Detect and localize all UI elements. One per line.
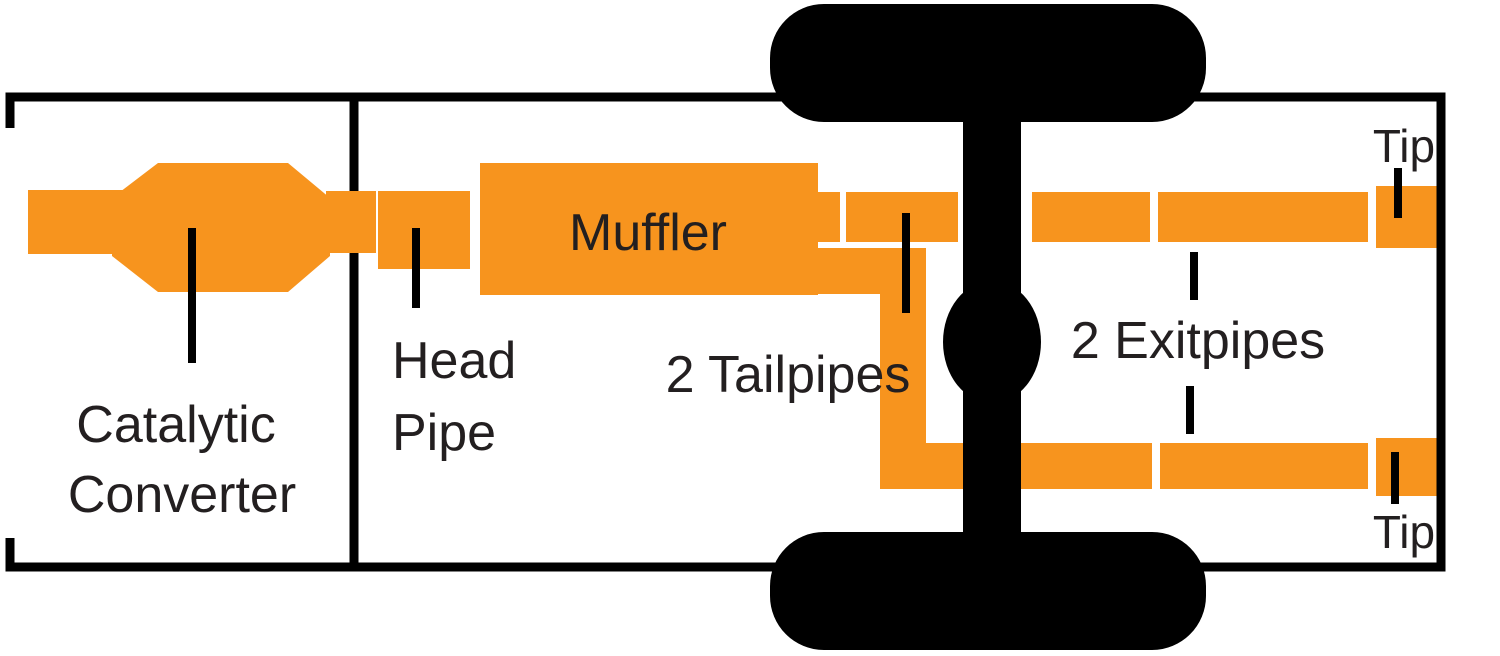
- labels-group: Muffler Catalytic Converter Head Pipe 2 …: [68, 120, 1435, 558]
- head-pipe-pointer-line: [412, 228, 420, 308]
- muffler-shape: [480, 163, 818, 295]
- exitpipe-top-segment-b-shape: [1158, 192, 1368, 242]
- inlet-pipe-shape: [28, 190, 128, 254]
- tip-top-label: Tip: [1373, 120, 1435, 172]
- muffler-label: Muffler: [569, 204, 727, 262]
- vehicle-frame-outline: [5, 92, 1446, 572]
- tailpipe-top-stub-shape: [818, 192, 840, 242]
- tip-top-pointer-line: [1394, 168, 1402, 218]
- head-pipe-label-line1: Head: [392, 332, 516, 390]
- tip-bottom-pointer-line: [1391, 452, 1399, 504]
- catalytic-pointer-line: [188, 228, 196, 363]
- tire-bottom-shape: [770, 532, 1206, 650]
- exitpipes-pointer-line-top: [1190, 252, 1198, 300]
- differential-hub-shape: [943, 281, 1041, 403]
- exitpipe-bottom-segment-shape: [1160, 443, 1368, 489]
- exitpipes-label: 2 Exitpipes: [1071, 312, 1325, 370]
- catalytic-label-line1: Catalytic: [76, 396, 275, 454]
- tailpipe-bottom-stub-shape: [818, 248, 882, 294]
- tip-bottom-shape: [1376, 438, 1442, 496]
- head-pipe-label-line2: Pipe: [392, 404, 496, 462]
- catalytic-converter-shape: [112, 163, 330, 292]
- exitpipe-top-segment-a-shape: [1032, 192, 1150, 242]
- tailpipes-label: 2 Tailpipes: [666, 346, 911, 404]
- exitpipes-pointer-line-bottom: [1186, 386, 1194, 434]
- head-pipe-shape: [378, 191, 470, 269]
- tailpipes-pointer-line: [902, 213, 910, 313]
- pointer-lines-group: [188, 168, 1402, 504]
- tire-top-shape: [770, 4, 1206, 122]
- connector-pipe-shape: [326, 191, 376, 253]
- axle-and-wheels-group: [770, 4, 1206, 650]
- catalytic-label-line2: Converter: [68, 466, 296, 524]
- tip-bottom-label: Tip: [1373, 506, 1435, 558]
- tip-top-shape: [1376, 186, 1442, 248]
- exhaust-pipes-group: [28, 163, 1442, 496]
